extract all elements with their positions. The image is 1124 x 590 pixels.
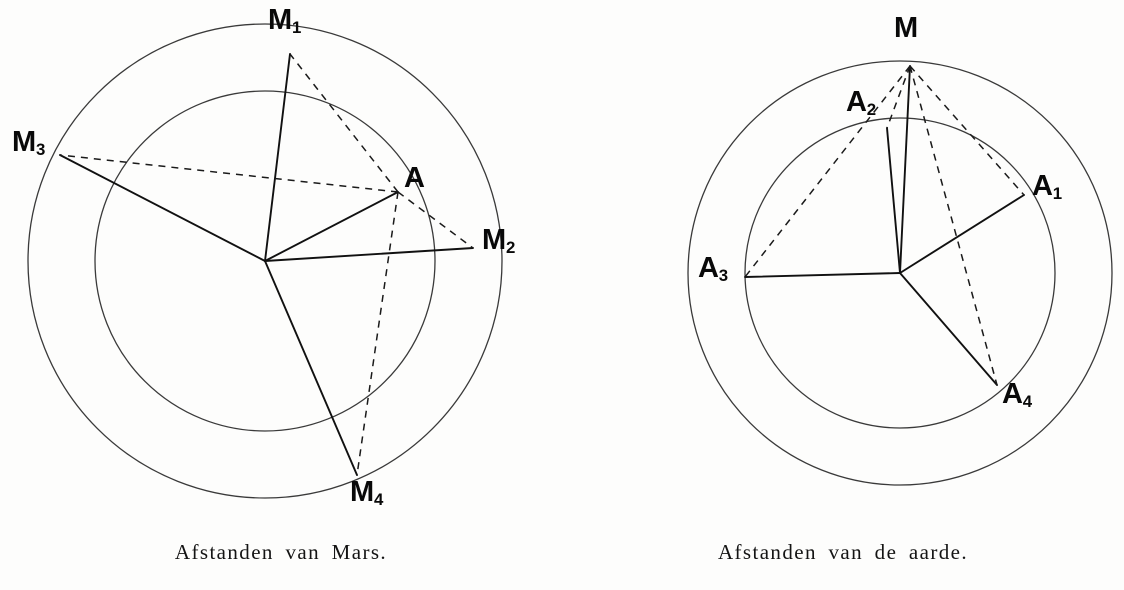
dashed-M-to-A3 bbox=[744, 65, 911, 278]
point-label-A1-subscript: 1 bbox=[1052, 184, 1062, 204]
point-label-A4-subscript: 4 bbox=[1022, 392, 1032, 412]
earth-orbit-circles bbox=[687, 60, 1113, 486]
line-center-to-M bbox=[899, 65, 911, 274]
point-label-A3-letter: A bbox=[698, 252, 719, 284]
earth-sight-lines-dashed bbox=[744, 65, 1025, 386]
caption-mars: Afstanden van Mars. bbox=[174, 540, 388, 564]
point-label-A2-subscript: 2 bbox=[866, 100, 876, 120]
point-label-M1-letter: M bbox=[268, 4, 292, 36]
point-label-A1-letter: A bbox=[1032, 170, 1053, 202]
point-label-M: M bbox=[894, 14, 918, 43]
dashed-A-to-M3 bbox=[59, 154, 399, 193]
dashed-A-to-M4 bbox=[356, 191, 399, 476]
mars-orbit-circles bbox=[27, 23, 503, 499]
point-label-M3: M3 bbox=[12, 126, 45, 160]
point-label-A4-letter: A bbox=[1002, 378, 1023, 410]
earth-radius-lines bbox=[744, 65, 1025, 386]
point-label-A1: A1 bbox=[1032, 170, 1062, 204]
point-label-M4-subscript: 4 bbox=[374, 490, 383, 510]
point-label-A: A bbox=[404, 162, 425, 194]
point-label-A-letter: A bbox=[404, 162, 425, 194]
earth-inner-orbit-circle bbox=[744, 117, 1056, 429]
point-label-M1: M1 bbox=[268, 4, 301, 38]
point-label-A3: A3 bbox=[698, 252, 728, 286]
mars-radius-lines bbox=[59, 53, 474, 476]
line-center-to-A2 bbox=[886, 127, 901, 274]
point-label-M1-subscript: 1 bbox=[292, 18, 301, 38]
dashed-A-to-M1 bbox=[289, 53, 399, 193]
point-label-A3-subscript: 3 bbox=[718, 266, 728, 286]
line-center-to-A1 bbox=[899, 194, 1025, 274]
mars-sight-lines-dashed bbox=[59, 53, 474, 476]
point-label-M3-letter: M bbox=[12, 126, 36, 158]
point-label-A2-letter: A bbox=[846, 86, 867, 118]
line-center-to-A4 bbox=[899, 272, 998, 386]
mars-diagram-svg bbox=[27, 23, 503, 499]
line-center-to-M1 bbox=[264, 53, 291, 262]
point-label-A2: A2 bbox=[846, 86, 876, 120]
mars-outer-orbit-circle bbox=[27, 23, 503, 499]
mars-inner-orbit-circle bbox=[94, 90, 436, 432]
figure-mars-distances: M1 M2 M3 M4 A Afstanden van Mars. bbox=[12, 4, 515, 565]
line-center-to-M2 bbox=[264, 247, 474, 262]
line-center-to-M3 bbox=[59, 154, 266, 262]
point-label-M4-letter: M bbox=[350, 476, 374, 508]
dashed-M-to-A2 bbox=[886, 65, 911, 129]
earth-outer-orbit-circle bbox=[687, 60, 1113, 486]
dashed-M-to-A1 bbox=[909, 65, 1025, 196]
point-label-M2-subscript: 2 bbox=[506, 238, 515, 258]
figure-earth-distances: M A1 A2 A3 A4 Afstanden van de aarde. bbox=[562, 0, 1124, 590]
point-label-A4: A4 bbox=[1002, 378, 1032, 412]
point-label-M4: M4 bbox=[350, 476, 383, 510]
dashed-A-to-M2 bbox=[397, 191, 474, 249]
line-center-to-M4 bbox=[264, 260, 358, 476]
line-center-to-A3 bbox=[744, 272, 901, 278]
caption-earth: Afstanden van de aarde. bbox=[717, 540, 969, 564]
point-label-M2-letter: M bbox=[482, 224, 506, 256]
line-center-to-A bbox=[264, 191, 399, 262]
point-label-M-letter: M bbox=[894, 12, 918, 44]
dashed-M-to-A4 bbox=[909, 65, 998, 386]
point-label-M2: M2 bbox=[482, 224, 515, 258]
earth-diagram-svg bbox=[687, 60, 1113, 486]
point-label-M3-subscript: 3 bbox=[36, 140, 45, 160]
